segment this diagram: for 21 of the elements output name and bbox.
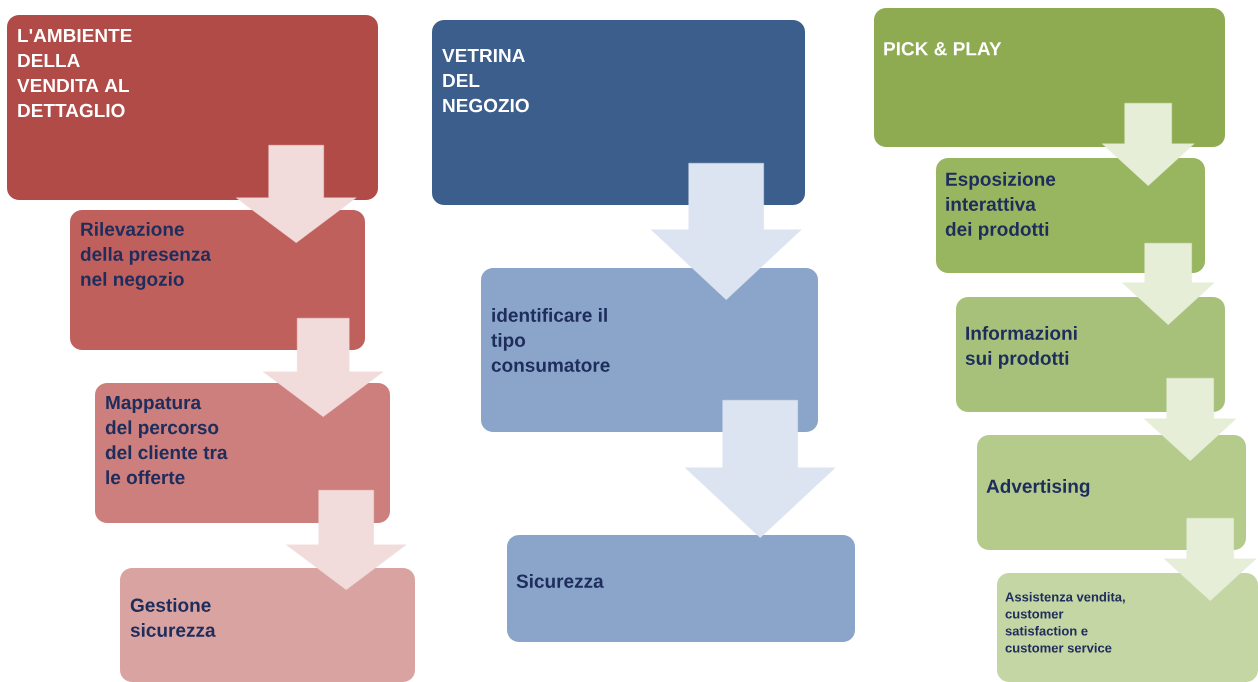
process-box: Assistenza vendita, customer satisfaction e customer service	[997, 573, 1258, 682]
process-box: identificare il tipo consumatore	[481, 268, 818, 432]
process-box: Mappatura del percorso del cliente tra le offerte	[95, 383, 390, 523]
block-arrow	[1144, 378, 1237, 461]
process-box: Esposizione interattiva dei prodotti	[936, 158, 1205, 273]
process-box: Informazioni sui prodotti	[956, 297, 1225, 412]
process-box: Gestione sicurezza	[120, 568, 415, 682]
process-box: Advertising	[977, 435, 1246, 550]
block-arrow	[685, 400, 836, 538]
block-arrow	[286, 490, 407, 590]
header-box: PICK & PLAY	[874, 8, 1225, 147]
header-box: L'AMBIENTE DELLA VENDITA AL DETTAGLIO	[7, 15, 378, 200]
process-box: Sicurezza	[507, 535, 855, 642]
block-arrow	[236, 145, 357, 243]
block-arrow	[1102, 103, 1195, 186]
block-arrow	[263, 318, 384, 417]
process-box: Rilevazione della presenza nel negozio	[70, 210, 365, 350]
block-arrow	[1164, 518, 1257, 601]
block-arrow	[1122, 243, 1215, 325]
block-arrow	[651, 163, 802, 300]
header-box: VETRINA DEL NEGOZIO	[432, 20, 805, 205]
